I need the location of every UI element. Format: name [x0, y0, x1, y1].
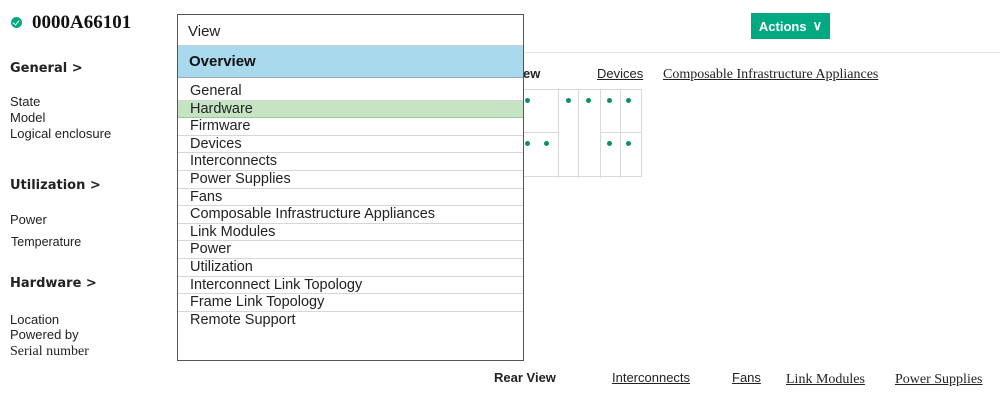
header-divider	[524, 52, 1000, 53]
field-label-temperature: Temperature	[11, 235, 82, 249]
hardware-section-link[interactable]: Hardware >	[10, 276, 97, 291]
view-option-firmware[interactable]: Firmware	[178, 118, 523, 136]
devices-link[interactable]: Devices	[597, 66, 644, 81]
field-label-serial-number: Serial number	[10, 344, 89, 359]
device-bay-dot	[544, 141, 549, 146]
view-option-power[interactable]: Power	[178, 241, 523, 259]
view-option-remote-support[interactable]: Remote Support	[190, 311, 296, 328]
device-bay-dot	[525, 98, 530, 103]
view-option-hardware-highlighted[interactable]: Hardware	[178, 100, 523, 119]
power-supplies-link[interactable]: Power Supplies	[895, 372, 983, 387]
interconnects-link[interactable]: Interconnects	[612, 370, 691, 385]
view-option-power-supplies[interactable]: Power Supplies	[178, 171, 523, 189]
view-options-list: General Hardware Firmware Devices Interc…	[178, 83, 523, 329]
view-option-label: Overview	[189, 53, 256, 70]
field-label-model: Model	[10, 110, 46, 125]
view-option-general[interactable]: General	[178, 83, 523, 101]
chevron-down-icon: ∨	[812, 18, 823, 33]
view-option-link-modules[interactable]: Link Modules	[178, 224, 523, 242]
view-dropdown-title[interactable]: View	[188, 23, 221, 40]
device-bay-dot	[607, 141, 612, 146]
device-bay-dot	[566, 98, 571, 103]
view-option-devices[interactable]: Devices	[178, 136, 523, 154]
field-label-state: State	[10, 94, 41, 109]
field-label-location: Location	[10, 312, 60, 327]
front-view-device-grid	[524, 89, 642, 178]
fans-link[interactable]: Fans	[732, 370, 761, 385]
view-option-interconnect-link-topology[interactable]: Interconnect Link Topology	[178, 277, 523, 295]
field-label-powered-by: Powered by	[10, 327, 79, 342]
actions-button[interactable]: Actions ∨	[751, 13, 830, 39]
status-ok-icon	[11, 17, 22, 28]
link-modules-link[interactable]: Link Modules	[786, 372, 865, 387]
field-label-power: Power	[10, 212, 47, 227]
device-bay-dot	[525, 141, 530, 146]
general-section-link[interactable]: General >	[10, 61, 83, 76]
view-option-fans[interactable]: Fans	[178, 189, 523, 207]
device-bay-dot	[586, 98, 591, 103]
field-label-logical-enclosure: Logical enclosure	[10, 126, 112, 141]
enclosure-title: 0000A66101	[32, 12, 132, 33]
view-dropdown-menu[interactable]: View Overview General Hardware Firmware …	[177, 14, 524, 361]
view-option-overview-selected[interactable]: Overview	[178, 45, 523, 78]
view-option-frame-link-topology[interactable]: Frame Link Topology	[178, 294, 523, 312]
composable-infrastructure-appliances-link[interactable]: Composable Infrastructure Appliances	[663, 67, 879, 82]
device-bay-dot	[626, 98, 631, 103]
view-option-utilization[interactable]: Utilization	[178, 259, 523, 277]
utilization-section-link[interactable]: Utilization >	[10, 178, 101, 193]
view-option-composable-infrastructure-appliances[interactable]: Composable Infrastructure Appliances	[178, 206, 523, 224]
rear-view-label: Rear View	[494, 370, 556, 385]
view-option-interconnects[interactable]: Interconnects	[178, 153, 523, 171]
device-bay-dot	[626, 141, 631, 146]
actions-button-label: Actions	[758, 18, 807, 34]
device-bay-dot	[607, 98, 612, 103]
